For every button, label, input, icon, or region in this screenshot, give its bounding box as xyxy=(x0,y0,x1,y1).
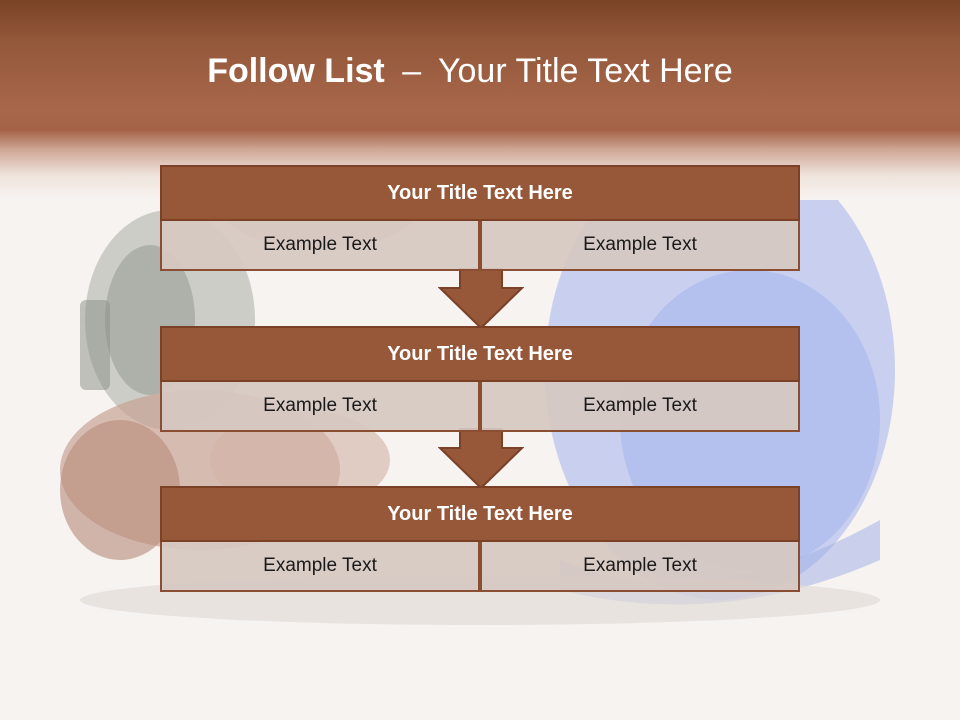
follow-block-1: Your Title Text Here Example Text Exampl… xyxy=(160,165,800,271)
block-cell-right: Example Text xyxy=(480,382,800,432)
title-rest: Your Title Text Here xyxy=(437,52,733,90)
block-title: Your Title Text Here xyxy=(160,165,800,221)
block-title: Your Title Text Here xyxy=(160,326,800,382)
follow-block-2: Your Title Text Here Example Text Exampl… xyxy=(160,326,800,432)
block-cell-left: Example Text xyxy=(160,221,480,271)
block-cell-left: Example Text xyxy=(160,382,480,432)
block-cell-right: Example Text xyxy=(480,221,800,271)
block-cell-right: Example Text xyxy=(480,542,800,592)
slide-title: Follow List – Your Title Text Here xyxy=(0,52,940,91)
block-cell-left: Example Text xyxy=(160,542,480,592)
down-arrow-icon xyxy=(438,428,524,490)
block-row: Example Text Example Text xyxy=(160,382,800,432)
title-bold: Follow List xyxy=(207,52,385,90)
down-arrow-icon xyxy=(438,268,524,330)
follow-block-3: Your Title Text Here Example Text Exampl… xyxy=(160,486,800,592)
block-title: Your Title Text Here xyxy=(160,486,800,542)
block-row: Example Text Example Text xyxy=(160,542,800,592)
block-row: Example Text Example Text xyxy=(160,221,800,271)
title-dash: – xyxy=(402,52,422,90)
